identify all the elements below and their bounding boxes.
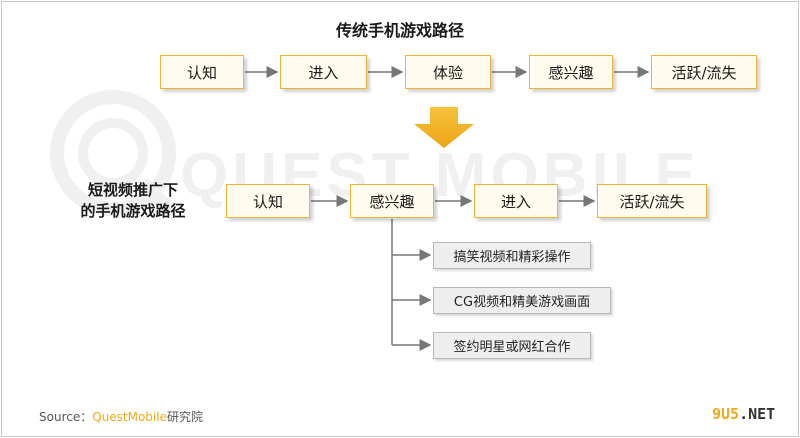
new-step-entry: 进入: [474, 184, 558, 218]
new-step-interest: 感兴趣: [350, 184, 434, 218]
interest-driver-funny-videos: 搞笑视频和精彩操作: [433, 242, 591, 269]
new-path-label-line1: 短视频推广下: [87, 181, 178, 199]
traditional-step-interest: 感兴趣: [529, 55, 613, 89]
diagram-title: 传统手机游戏路径: [335, 21, 464, 40]
source-prefix: Source：: [39, 410, 93, 424]
site-watermark: 9U5.NET: [712, 405, 775, 423]
source-suffix: 研究院: [166, 410, 203, 424]
new-path-label-line2: 的手机游戏路径: [80, 202, 186, 220]
new-step-active-churn: 活跃/流失: [597, 184, 707, 218]
traditional-step-awareness: 认知: [160, 55, 244, 89]
interest-driver-cg-videos: CG视频和精美游戏画面: [433, 287, 611, 314]
interest-driver-celebrity-collab: 签约明星或网红合作: [433, 332, 591, 359]
new-step-awareness: 认知: [226, 184, 310, 218]
questmobile-watermark-logo-icon: [50, 90, 176, 216]
new-path-label: 短视频推广下 的手机游戏路径: [48, 180, 218, 222]
traditional-step-active-churn: 活跃/流失: [651, 55, 757, 89]
transition-down-arrow-icon: [414, 107, 474, 148]
source-note: Source：QuestMobile研究院: [39, 408, 203, 425]
traditional-step-experience: 体验: [405, 55, 491, 89]
traditional-step-entry: 进入: [280, 55, 367, 89]
site-part2: .NET: [739, 405, 776, 423]
site-part1: 9U5: [712, 405, 740, 423]
source-brand: QuestMobile: [92, 410, 167, 424]
